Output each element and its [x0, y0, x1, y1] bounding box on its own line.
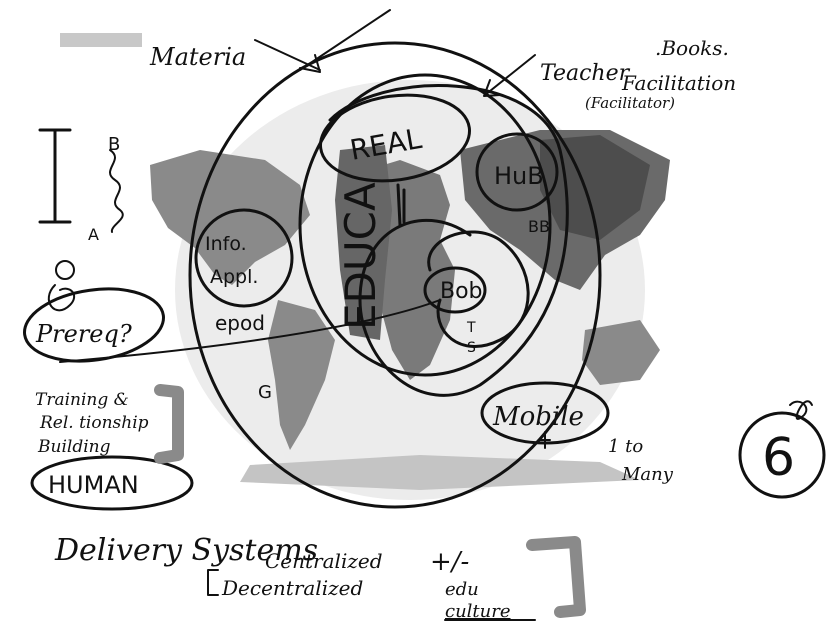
- label-centralized: Centralized: [265, 549, 383, 573]
- teacher-arrow: [484, 55, 535, 96]
- label-relationship: Rel. tionship: [39, 413, 149, 433]
- label-building: Building: [37, 437, 111, 457]
- label-six: 6: [762, 428, 795, 488]
- top-stroke: [300, 10, 390, 70]
- label-facilitator: (Facilitator): [585, 94, 675, 112]
- label-mobile: Mobile: [492, 402, 584, 432]
- label-appl: Appl.: [210, 266, 258, 288]
- wavy-line: [110, 150, 123, 232]
- label-facilitation: Facilitation: [621, 71, 736, 95]
- training-bracket: [160, 390, 178, 458]
- label-many: Many: [621, 464, 674, 485]
- label-decentralized: Decentralized: [221, 576, 363, 600]
- label-info: Info.: [205, 233, 247, 255]
- label-s: S: [467, 340, 476, 356]
- label-culture: culture: [445, 601, 511, 622]
- label-g: G: [258, 382, 272, 403]
- label-plus-minus: +/-: [430, 547, 469, 577]
- label-hub: HuB: [494, 162, 544, 190]
- label-edu: edu: [445, 579, 479, 600]
- label-training: Training &: [35, 390, 129, 410]
- label-b: B: [108, 134, 120, 155]
- label-1-to: 1 to: [608, 436, 643, 457]
- person-head-icon: [56, 261, 74, 279]
- decentralized-bracket: [208, 570, 218, 595]
- label-epod: epod: [215, 311, 265, 335]
- label-bb: BB: [528, 217, 550, 236]
- six-scribble: [790, 401, 812, 419]
- gray-marker-swatch: [60, 33, 142, 47]
- label-a: A: [88, 225, 99, 244]
- edu-culture-bracket: [532, 542, 580, 612]
- label-bob: Bob: [440, 279, 483, 304]
- label-t: T: [466, 320, 476, 336]
- label-materia: Materia: [149, 43, 246, 71]
- label-human: HUMAN: [48, 471, 139, 499]
- i-beam-icon: [40, 130, 70, 222]
- materia-arrow: [255, 40, 320, 72]
- label-prereq: Prereq?: [35, 320, 132, 348]
- label-teacher: Teacher: [540, 61, 631, 86]
- label-educa: EDUCA: [336, 182, 385, 330]
- label-books: .Books.: [655, 36, 729, 60]
